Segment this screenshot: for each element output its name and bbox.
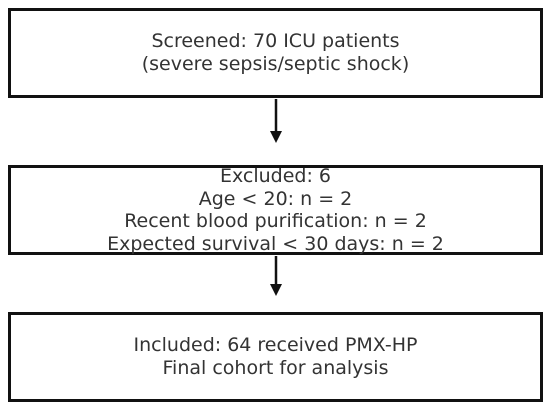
excluded-age-text: Age < 20: n = 2 bbox=[198, 187, 353, 210]
down-arrow-icon bbox=[270, 99, 282, 143]
included-box: Included: 64 received PMX-HP Final cohor… bbox=[8, 312, 543, 402]
excluded-blood-purification-text: Recent blood purification: n = 2 bbox=[124, 210, 427, 232]
down-arrow-icon bbox=[270, 256, 282, 296]
screened-box: Screened: 70 ICU patients (severe sepsis… bbox=[8, 8, 543, 98]
excluded-box: Excluded: 6 Age < 20: n = 2 Recent blood… bbox=[8, 165, 543, 255]
excluded-total-text: Excluded: 6 bbox=[219, 165, 332, 187]
included-count-text: Included: 64 received PMX-HP bbox=[133, 334, 418, 356]
excluded-survival-text: Expected survival < 30 days: n = 2 bbox=[107, 232, 444, 255]
screened-condition-text: (severe sepsis/septic shock) bbox=[141, 53, 410, 75]
screened-count-text: Screened: 70 ICU patients bbox=[151, 30, 400, 52]
included-cohort-text: Final cohort for analysis bbox=[162, 357, 389, 379]
